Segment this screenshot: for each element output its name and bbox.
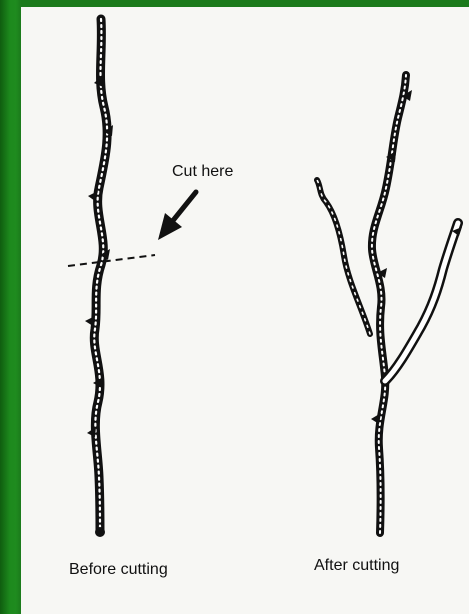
after-cutting-stem	[317, 75, 458, 533]
cut-line	[68, 255, 155, 266]
cut-arrow-icon	[158, 192, 196, 240]
after-cutting-label: After cutting	[314, 557, 399, 575]
cut-here-label: Cut here	[172, 163, 233, 181]
before-cutting-stem	[94, 19, 107, 532]
pruning-diagram	[21, 7, 469, 614]
diagram-panel: Cut here Before cutting After cutting	[21, 7, 469, 614]
before-cutting-label: Before cutting	[69, 561, 168, 579]
